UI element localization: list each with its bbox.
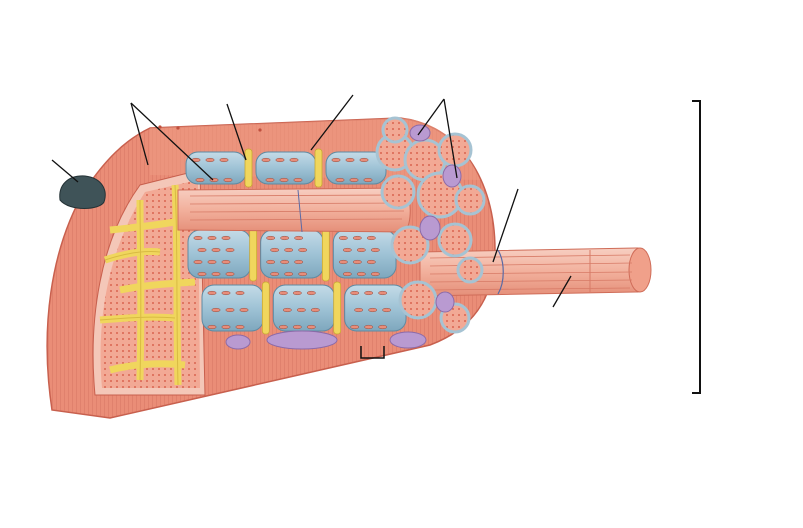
t-tubule — [333, 281, 342, 335]
myofibril-cross-section — [381, 116, 409, 144]
myofibril-cross-section — [398, 280, 438, 320]
myofibril-row — [187, 226, 397, 282]
t-tubule — [321, 226, 330, 282]
t-tubule — [249, 226, 258, 282]
t-tubule — [314, 148, 323, 188]
sarcomere-bracket — [360, 346, 385, 359]
myofibril-row — [185, 148, 387, 188]
myofibril-cross-section — [437, 222, 473, 258]
leader-lines — [51, 94, 572, 308]
nucleus — [59, 175, 106, 209]
myofibril-cross-section — [390, 225, 430, 265]
myofibril-rows — [185, 148, 407, 335]
exposed-myofibril-upper — [177, 187, 411, 233]
mitochondria — [225, 124, 462, 350]
muscle-fiber-bracket — [692, 100, 701, 394]
t-tubule — [244, 148, 253, 188]
t-tubule — [261, 281, 270, 335]
myofibril-cross-section — [454, 184, 486, 216]
myofibril-row — [201, 281, 407, 335]
myofibril-cross-section — [380, 174, 416, 210]
t-tubule-network-outline — [99, 184, 179, 386]
myofibril-cross-section — [456, 256, 484, 284]
myofibril-cross-section — [437, 132, 473, 168]
